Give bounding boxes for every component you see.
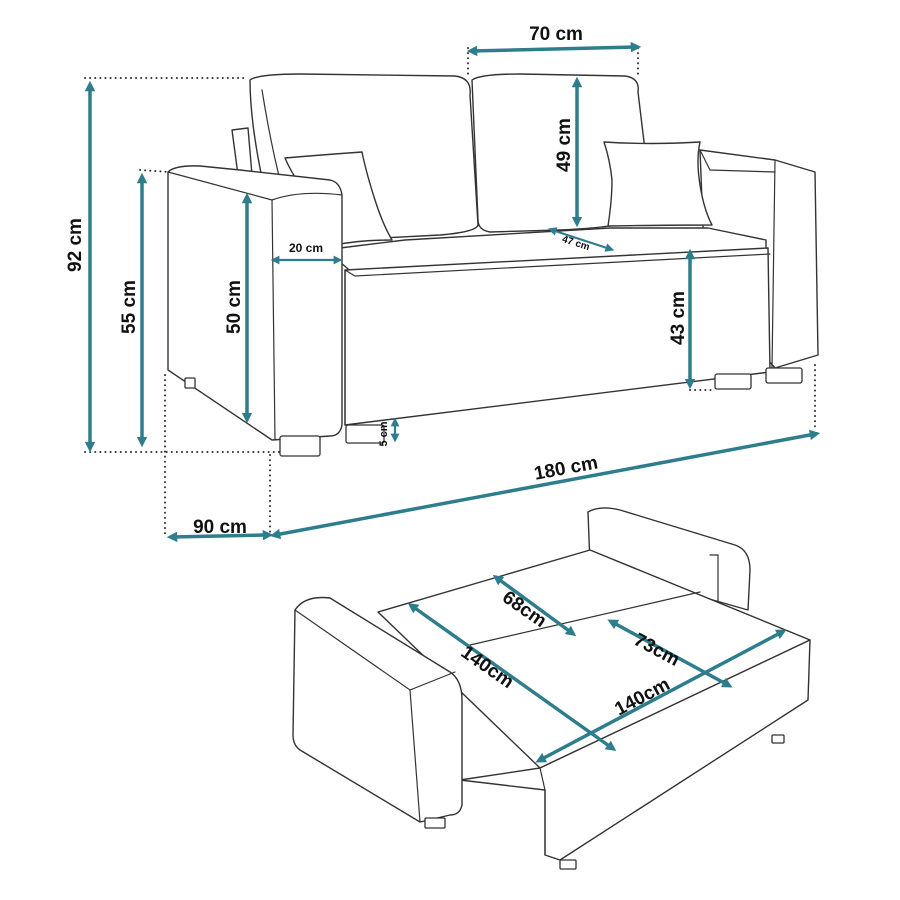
label-backrest-cushion-height: 49 cm xyxy=(554,118,575,172)
dim-line-73cm xyxy=(607,619,733,688)
label-total-depth: 90 cm xyxy=(193,517,247,538)
sofa-upright xyxy=(84,47,819,536)
backrest-frame xyxy=(231,127,253,176)
label-armrest-width: 20 cm xyxy=(289,241,323,255)
dim-line-47cm xyxy=(547,227,615,252)
leg-front-right xyxy=(765,367,803,384)
dimension-lines xyxy=(84,41,821,763)
label-seat-height: 43 cm xyxy=(668,291,689,345)
pillow-right xyxy=(603,141,713,227)
leg-front-left xyxy=(279,435,321,457)
dim-line-70cm xyxy=(466,41,642,57)
dim-line-180cm xyxy=(269,429,821,540)
leg-rear-right xyxy=(714,373,752,390)
label-armrest-height: 55 cm xyxy=(119,280,140,334)
label-armrest-front-height: 50 cm xyxy=(224,280,245,334)
label-backrest-cushion-width: 70 cm xyxy=(529,24,583,45)
bed-leg-2 xyxy=(559,859,577,870)
dim-line-90cm xyxy=(166,529,274,543)
label-leg-height: 5 cm xyxy=(378,421,390,446)
dim-line-68cm xyxy=(492,574,577,637)
sofa-bed-extended xyxy=(292,507,811,870)
label-total-height: 92 cm xyxy=(65,218,86,272)
left-armrest xyxy=(167,165,343,441)
bed-leg-3 xyxy=(771,734,785,744)
dim-line-140cm-front xyxy=(535,629,787,763)
bed-leg-1 xyxy=(424,817,446,829)
leg-rear-left xyxy=(184,377,196,389)
seat-front xyxy=(344,247,771,426)
